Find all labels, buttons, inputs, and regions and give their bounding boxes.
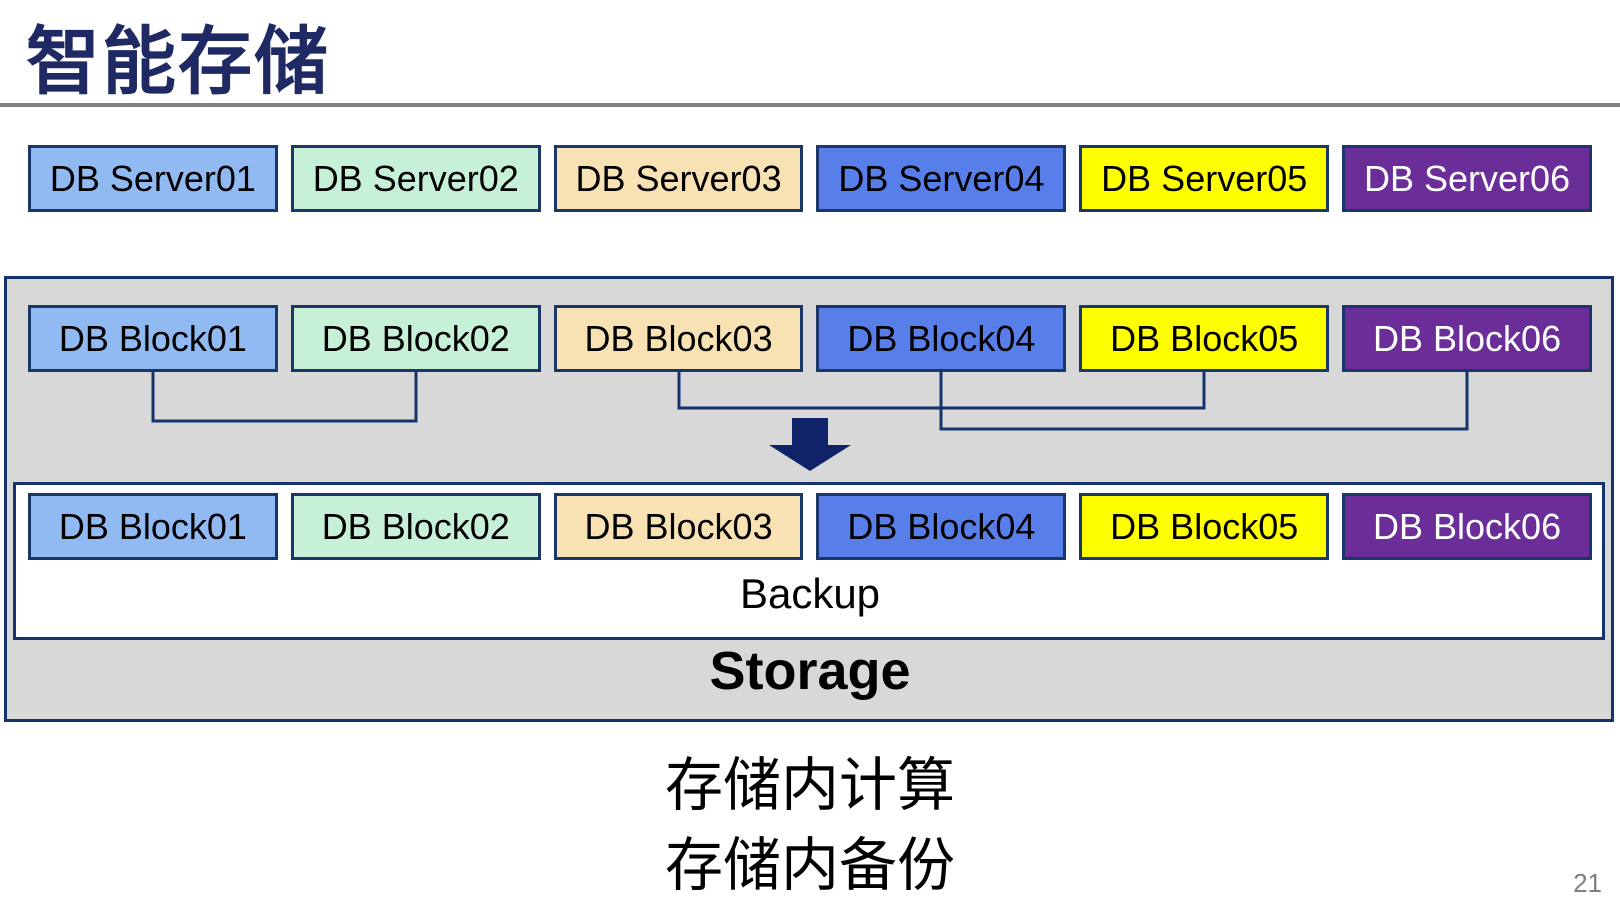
db-server-box-2: DB Server02	[290, 145, 541, 212]
db-block-lower-5: DB Block05	[1079, 493, 1330, 560]
backup-box	[13, 482, 1605, 640]
caption-block: 存储内计算 存储内备份	[0, 746, 1620, 906]
db-block-upper-5: DB Block05	[1079, 305, 1330, 372]
page-number: 21	[1573, 868, 1602, 898]
db-block-lower-1: DB Block01	[28, 493, 278, 560]
db-block-upper-6: DB Block06	[1342, 305, 1592, 372]
db-block-upper-4: DB Block04	[816, 305, 1067, 372]
db-block-lower-3: DB Block03	[553, 493, 804, 560]
db-block-row-lower: DB Block01 DB Block02 DB Block03 DB Bloc…	[28, 493, 1592, 560]
caption-line-2: 存储内备份	[664, 833, 955, 898]
storage-label: Storage	[709, 641, 911, 701]
db-block-lower-2: DB Block02	[290, 493, 541, 560]
db-server-box-3: DB Server03	[553, 145, 804, 212]
caption-line-1: 存储内计算	[664, 753, 955, 818]
db-block-lower-6: DB Block06	[1342, 493, 1592, 560]
db-block-row-upper: DB Block01 DB Block02 DB Block03 DB Bloc…	[28, 305, 1592, 372]
db-server-box-4: DB Server04	[816, 145, 1067, 212]
title-divider	[0, 103, 1620, 107]
db-server-box-5: DB Server05	[1079, 145, 1330, 212]
db-block-upper-2: DB Block02	[290, 305, 541, 372]
db-server-box-1: DB Server01	[28, 145, 278, 212]
slide-title: 智能存储	[26, 20, 330, 103]
db-server-box-6: DB Server06	[1342, 145, 1592, 212]
backup-label: Backup	[739, 570, 881, 617]
db-server-row: DB Server01 DB Server02 DB Server03 DB S…	[28, 145, 1592, 212]
db-block-upper-1: DB Block01	[28, 305, 278, 372]
db-block-lower-4: DB Block04	[816, 493, 1067, 560]
db-block-upper-3: DB Block03	[553, 305, 804, 372]
